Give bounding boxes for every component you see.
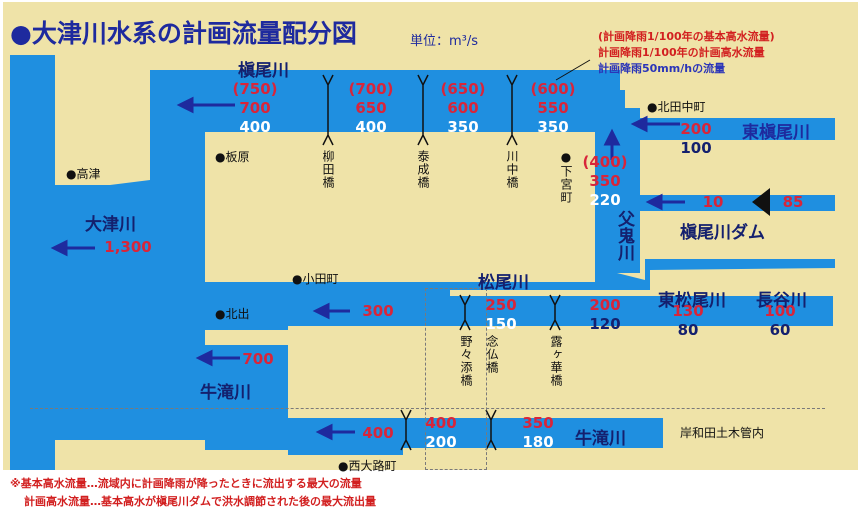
ushitaki-main-flow: 700	[242, 350, 274, 368]
note-basic: ※基本高水流量…流域内に計画降雨が降ったときに流出する最大の流量	[10, 477, 362, 490]
place-nishiojicho: ●西大路町	[338, 459, 397, 473]
place-kitadanaka: ●北田中町	[647, 100, 706, 114]
ushitaki-low-flow: 400	[362, 424, 394, 442]
place-itahara: ●板原	[215, 150, 250, 164]
page-title: ●大津川水系の計画流量配分図	[10, 19, 357, 48]
dam-inflow: 10	[702, 193, 724, 211]
land-2	[640, 140, 835, 195]
higashi-matsuo-flow: 130 80	[672, 302, 704, 339]
place-shimomiya: ●下宮町	[559, 150, 573, 204]
makio-flow-1: (750) 700 400	[232, 80, 278, 136]
makio-flow-4: (600) 550 350	[530, 80, 576, 136]
haseo-flow: 100 60	[764, 302, 796, 339]
matsuo-river-name: 松尾川	[478, 273, 529, 293]
matsuo-river-shape	[288, 296, 833, 326]
bridge-yanagida: 柳田橋	[321, 150, 335, 189]
dam-marker	[752, 188, 770, 216]
ushitaki-upper-name: 牛滝川	[575, 429, 626, 449]
otsu-flow: 1,300	[104, 238, 152, 256]
ushitaki-up-flow: 350 180	[522, 414, 554, 451]
haseo-name: 長谷川	[756, 291, 807, 311]
land-1	[205, 132, 595, 282]
matsuo-main-flow: 300	[362, 302, 394, 320]
ushitaki-mid-flow: 400 200	[425, 414, 457, 451]
dashed-box	[425, 288, 487, 470]
higashi-makio-name: 東槇尾川	[742, 123, 810, 143]
bridge-taisei: 泰成橋	[416, 150, 430, 189]
note-planned: 計画高水流量…基本高水が槇尾川ダムで洪水調節された後の最大流出量	[24, 495, 376, 508]
legend-planned: 計画降雨1/100年の計画高水流量	[598, 46, 765, 59]
legend-50mm: 計画降雨50mm/hの流量	[598, 62, 726, 75]
ushitaki-name: 牛滝川	[200, 383, 251, 403]
higashi-makio-flow: 200 100	[680, 120, 712, 157]
dam-outflow: 85	[782, 193, 804, 211]
makio-flow-2: (700) 650 400	[348, 80, 394, 136]
ushitaki-mid-shape	[205, 345, 288, 440]
bridge-tsuyugahana: 露ヶ華橋	[549, 335, 563, 387]
place-takatsu: ●高津	[66, 167, 101, 181]
chichioni-name: 父鬼川	[614, 210, 634, 261]
land-4	[340, 326, 833, 418]
legend-basic: (計画降雨1/100年の基本高水流量)	[598, 30, 775, 43]
land-5	[55, 108, 150, 170]
bridge-kawanaka: 川中橋	[505, 150, 519, 189]
makio-river-shape	[150, 70, 620, 132]
land-3	[640, 211, 835, 259]
jurisdiction-line	[30, 408, 825, 409]
matsuo-flow-2: 200 120	[589, 296, 621, 333]
otsu-river-name: 大津川	[85, 215, 136, 235]
bridge-nonozoe: 野々添橋	[459, 335, 473, 387]
dam-name: 槇尾川ダム	[680, 223, 765, 243]
place-kitade: ●北出	[215, 307, 250, 321]
place-odacho: ●小田町	[292, 272, 339, 286]
dam-branch-shape	[640, 195, 835, 211]
makio-flow-3: (650) 600 350	[440, 80, 486, 136]
unit-label: 単位：m³/s	[410, 34, 479, 49]
matsuo-flow-1: 250 150	[485, 296, 517, 333]
chichioni-flow: (400) 350 220	[582, 153, 628, 209]
makio-river-name: 槇尾川	[238, 61, 289, 81]
chichioni-shape	[595, 108, 640, 273]
higashi-matsuo-name: 東松尾川	[658, 291, 726, 311]
bridge-nenbutsu: 念仏橋	[485, 335, 499, 374]
place-kishiwada: 岸和田土木管内	[680, 426, 765, 440]
